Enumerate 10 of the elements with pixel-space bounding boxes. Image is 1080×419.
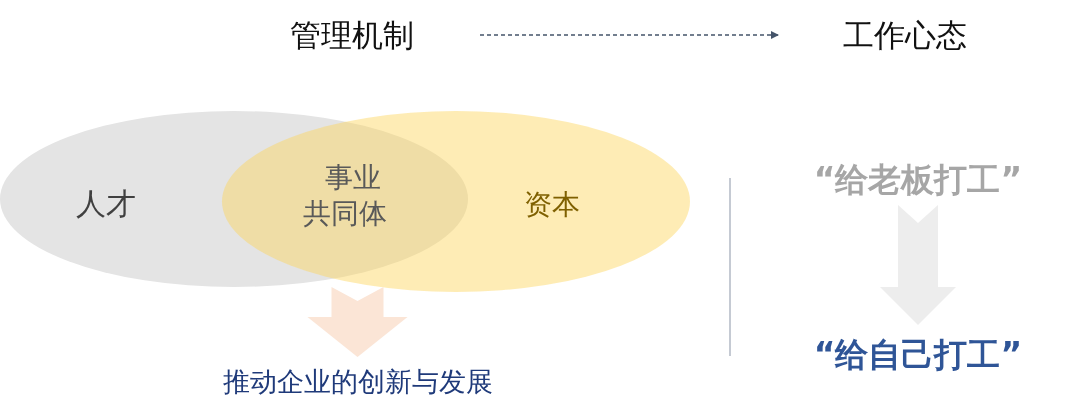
label-text: “给老板打工” [813, 158, 1023, 201]
label-text: 事业共同体 [302, 159, 388, 232]
label-text: 人才 [76, 184, 136, 223]
dashed-arrow [479, 31, 779, 39]
label-text: 推动企业的创新与发展 [222, 365, 493, 400]
label-text: “给自己打工” [813, 333, 1023, 376]
block-arrow [307, 287, 408, 357]
label-text: 工作心态 [843, 15, 967, 55]
label-text: 资本 [524, 187, 580, 224]
label-text: 管理机制 [290, 15, 414, 55]
